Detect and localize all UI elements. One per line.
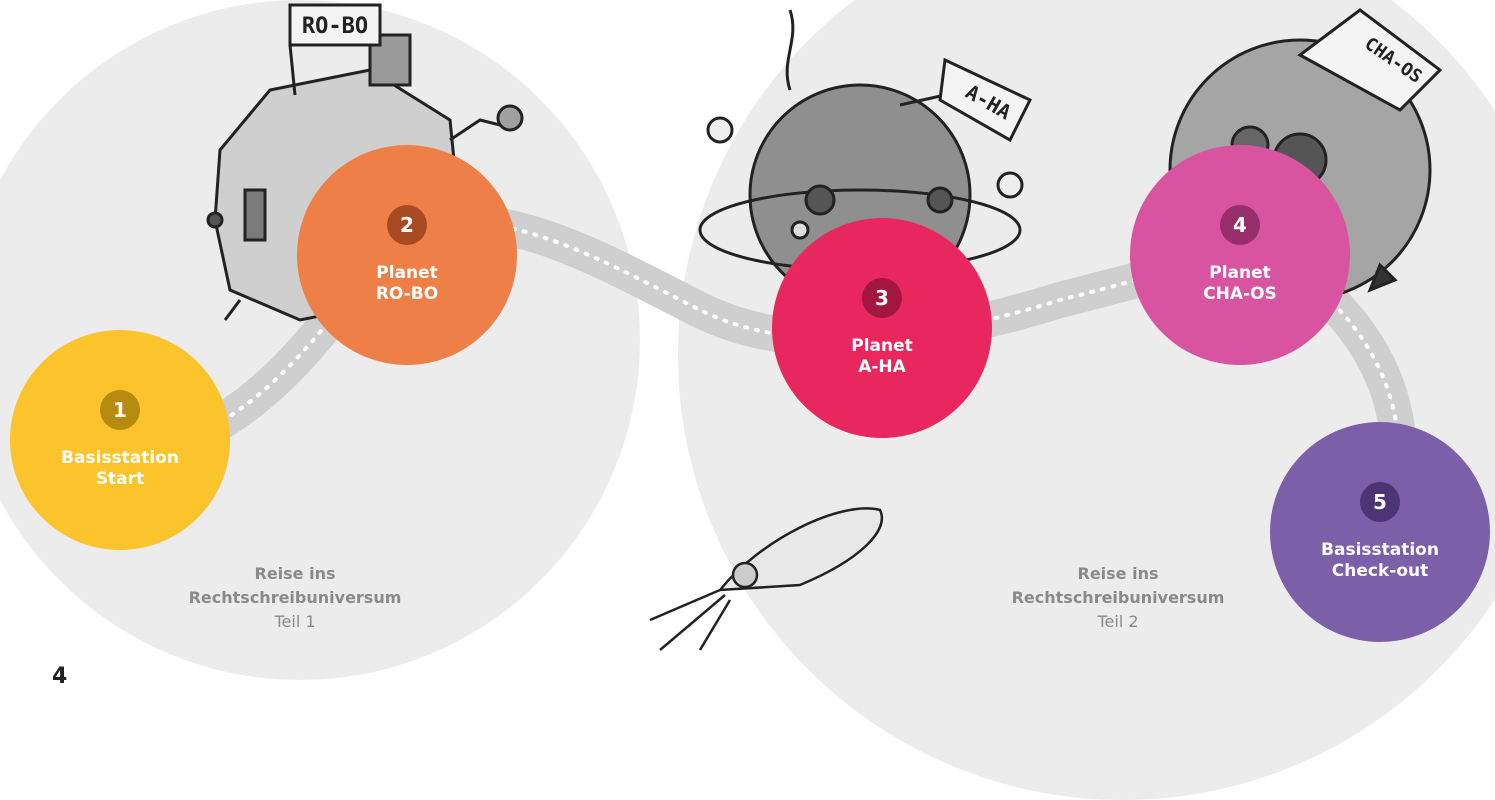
- station-label-line1: Planet: [851, 336, 913, 356]
- station-1-basisstation-start[interactable]: 1 Basisstation Start: [10, 330, 230, 550]
- station-3-planet-aha[interactable]: 3 Planet A-HA: [772, 218, 992, 438]
- caption-part1: Reise ins Rechtschreibuniversum Teil 1: [170, 562, 420, 634]
- station-label-line2: A-HA: [858, 357, 906, 377]
- station-number-badge: 5: [1360, 482, 1400, 522]
- caption-bold-line1: Reise ins: [1077, 564, 1159, 583]
- caption-bold-line2: Rechtschreibuniversum: [1011, 588, 1225, 607]
- page-number: 4: [52, 664, 68, 689]
- caption-part2: Reise ins Rechtschreibuniversum Teil 2: [993, 562, 1243, 634]
- caption-part-label: Teil 2: [1097, 612, 1139, 631]
- station-2-planet-robo[interactable]: 2 Planet RO-BO: [297, 145, 517, 365]
- station-label-line2: CHA-OS: [1203, 284, 1277, 304]
- station-label-line1: Planet: [1209, 263, 1271, 283]
- spaceship-illustration: [649, 507, 883, 651]
- station-number-badge: 1: [100, 390, 140, 430]
- station-label-line1: Planet: [376, 263, 438, 283]
- station-number-badge: 2: [387, 205, 427, 245]
- station-label-line2: Start: [95, 469, 145, 489]
- station-number-badge: 4: [1220, 205, 1260, 245]
- caption-part-label: Teil 1: [274, 612, 316, 631]
- station-4-planet-chaos[interactable]: 4 Planet CHA-OS: [1130, 145, 1350, 365]
- station-label-line2: Check-out: [1331, 561, 1429, 581]
- station-number-badge: 3: [862, 278, 902, 318]
- station-label-line1: Basisstation: [1321, 540, 1439, 560]
- station-5-basisstation-checkout[interactable]: 5 Basisstation Check-out: [1270, 422, 1490, 642]
- caption-bold-line1: Reise ins: [254, 564, 336, 583]
- station-label-line2: RO-BO: [375, 284, 439, 304]
- station-label-line1: Basisstation: [61, 448, 179, 468]
- caption-bold-line2: Rechtschreibuniversum: [188, 588, 402, 607]
- robo-sign-text: RO-BO: [302, 14, 368, 39]
